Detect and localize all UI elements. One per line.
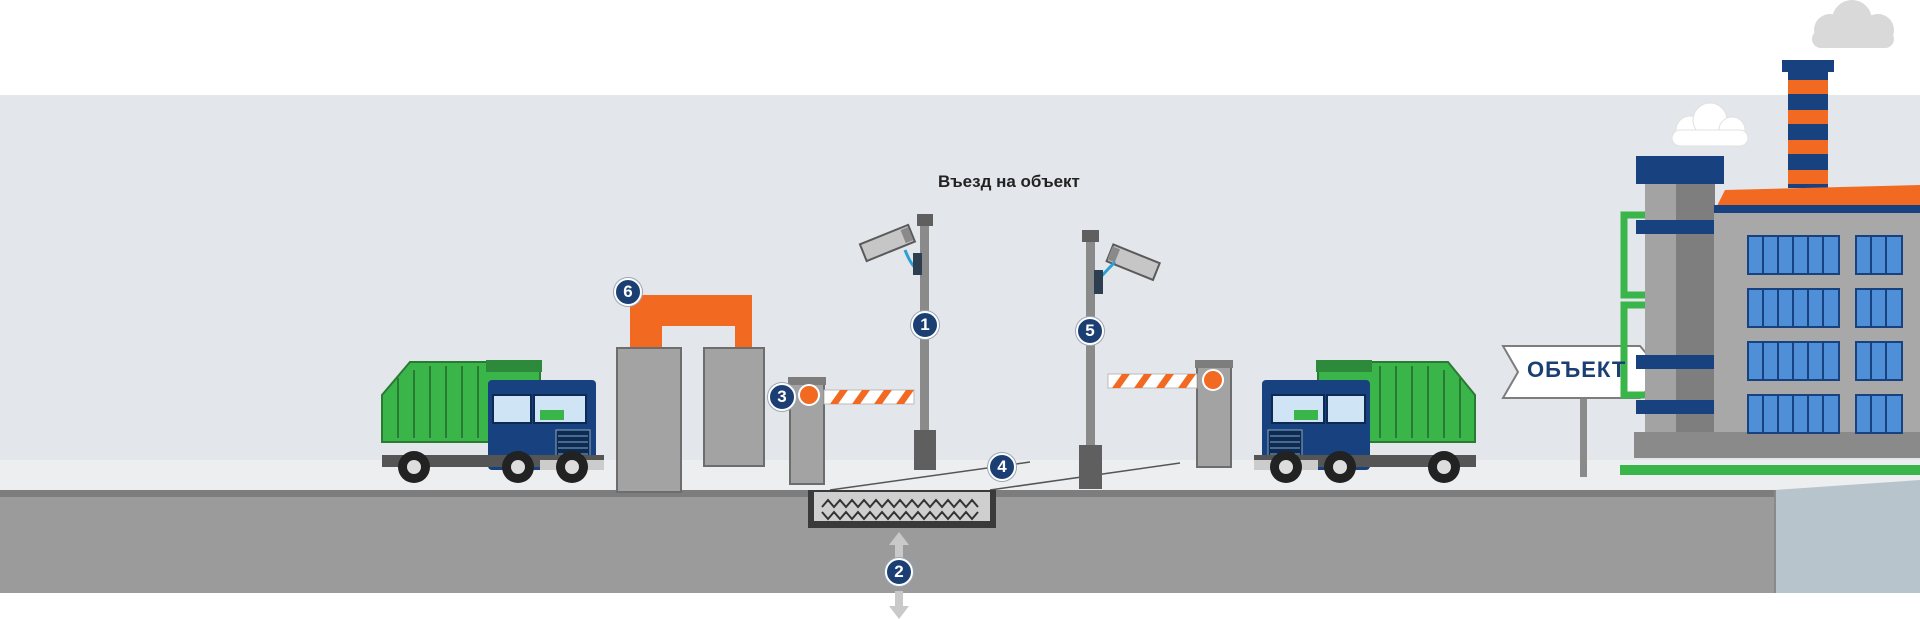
lift-arrow-icon — [889, 532, 909, 619]
factory-window — [1792, 235, 1840, 275]
truck-left-icon — [381, 360, 604, 483]
camera-pole-right — [1079, 230, 1102, 489]
factory-window — [1747, 341, 1795, 381]
marker-1: 1 — [911, 311, 939, 339]
factory-window — [1792, 288, 1840, 328]
factory-window — [1747, 394, 1795, 434]
factory-window — [1855, 288, 1903, 328]
factory-window — [1855, 394, 1903, 434]
object-sign-label: ОБЪЕКТ — [1527, 357, 1627, 382]
truck-right-icon — [1254, 360, 1476, 483]
marker-6: 6 — [614, 278, 642, 306]
factory-window — [1792, 394, 1840, 434]
marker-3: 3 — [768, 383, 796, 411]
factory-window — [1747, 288, 1795, 328]
camera-icon — [858, 223, 917, 263]
factory-window — [1792, 341, 1840, 381]
factory-window — [1855, 341, 1903, 381]
factory-window — [1747, 235, 1795, 275]
camera-icon — [1105, 243, 1162, 282]
arch-detector-icon — [616, 295, 765, 493]
marker-4: 4 — [988, 453, 1016, 481]
spike-strip-icon — [808, 490, 996, 528]
barrier-right-icon — [1107, 360, 1233, 468]
marker-5: 5 — [1076, 317, 1104, 345]
factory-window — [1855, 235, 1903, 275]
diagram-title: Въезд на объект — [938, 172, 1080, 191]
sky-band — [0, 95, 1920, 495]
factory-windows — [1747, 235, 1903, 434]
marker-2: 2 — [885, 558, 913, 586]
